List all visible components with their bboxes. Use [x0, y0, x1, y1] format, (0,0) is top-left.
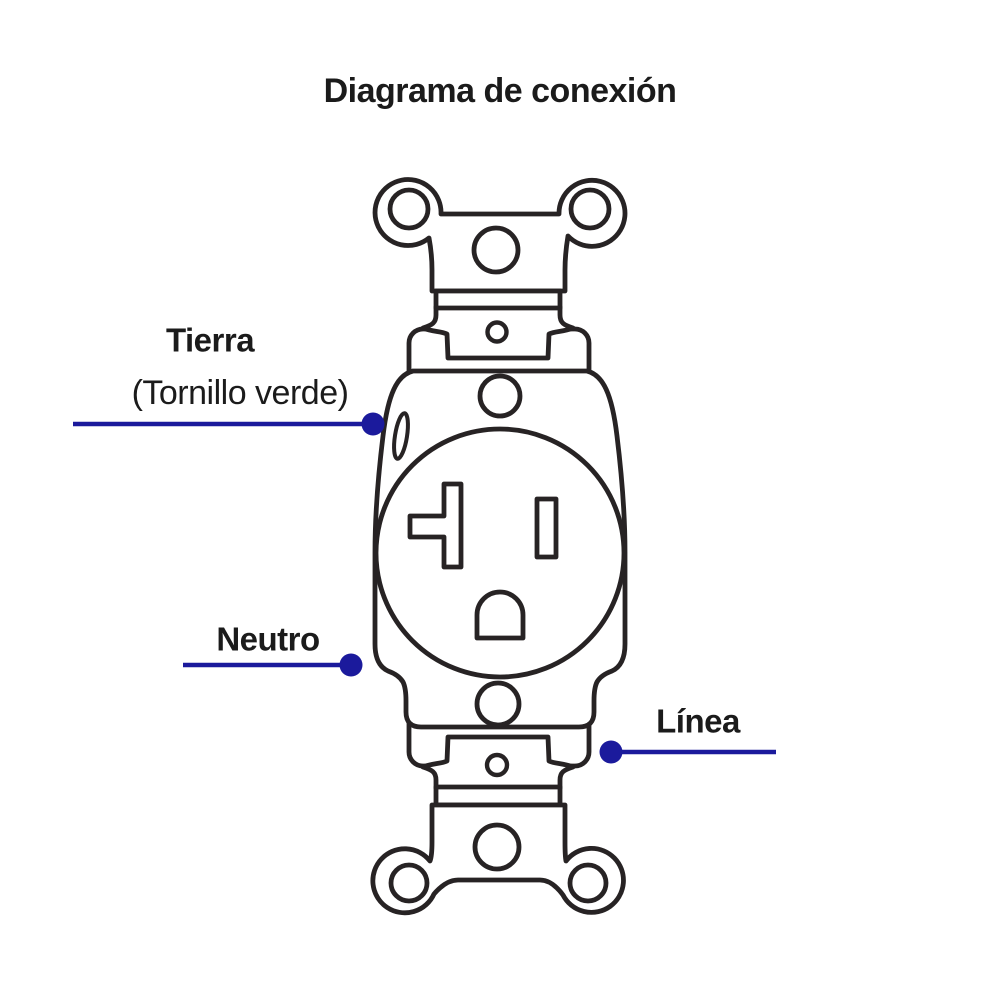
strap-center-hole-icon [471, 225, 521, 275]
diagram-title: Diagrama de conexión [323, 72, 677, 110]
strap-band-top [433, 288, 563, 311]
ground-slot-icon [474, 589, 526, 641]
mounting-strap-bottom [370, 802, 626, 916]
label-ground: Tierra [165, 321, 255, 359]
terminal-screw-bottom [474, 680, 522, 728]
label-ground-subtitle: (Tornillo verde) [131, 374, 349, 412]
strap-band-bottom [433, 784, 563, 808]
mounting-ear-hole-icon [568, 187, 612, 231]
leader-dot-line [599, 740, 623, 764]
mounting-ear-hole-icon [567, 862, 609, 904]
mounting-strap-top [372, 177, 628, 294]
neutral-slot-icon [407, 481, 464, 570]
mounting-ear-hole-icon [388, 862, 430, 904]
face-plate-circle [373, 426, 627, 680]
neck-bottom-hole-icon [484, 752, 510, 778]
line-slot-icon [534, 496, 559, 560]
label-neutral: Neutro [216, 620, 320, 658]
terminal-screw-top [477, 373, 523, 419]
label-line: Línea [656, 702, 740, 740]
neck-top-hole-icon [485, 320, 509, 344]
leader-dot-neutral [339, 653, 363, 677]
mounting-ear-hole-icon [387, 187, 431, 231]
strap-center-hole-icon [472, 822, 522, 872]
ground-screw-icon [392, 411, 410, 461]
leader-dot-ground [361, 412, 385, 436]
